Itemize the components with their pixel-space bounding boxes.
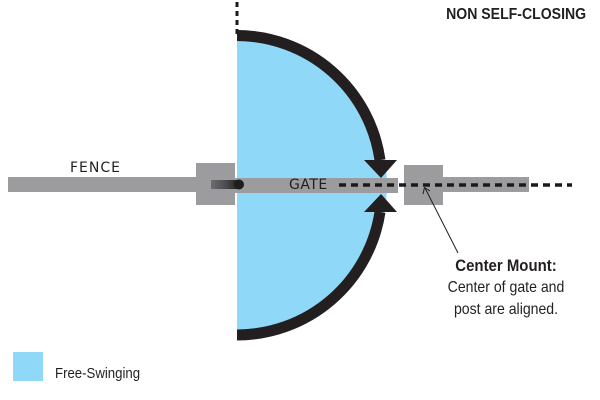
curved-arrow-down-icon bbox=[236, 30, 397, 178]
gate-label: GATE bbox=[289, 177, 328, 193]
callout-line-2: post are aligned. bbox=[453, 301, 559, 318]
fence-label: FENCE bbox=[70, 160, 121, 176]
callout-heading: Center Mount: bbox=[455, 256, 557, 275]
legend-label-free-swinging: Free-Swinging bbox=[55, 365, 141, 382]
legend-swatch-free-swinging bbox=[13, 352, 43, 381]
curved-arrow-up-icon bbox=[236, 194, 397, 341]
callout-pointer bbox=[422, 186, 459, 254]
diagram-title: NON SELF-CLOSING bbox=[445, 6, 586, 23]
gate-bar bbox=[235, 178, 398, 193]
hinge-icon bbox=[211, 179, 244, 190]
legend: Free-Swinging bbox=[13, 352, 152, 382]
callout-line-1: Center of gate and bbox=[447, 279, 565, 296]
center-mount-callout: Center Mount: Center of gate and post ar… bbox=[418, 255, 594, 321]
left-fence bbox=[8, 177, 198, 192]
